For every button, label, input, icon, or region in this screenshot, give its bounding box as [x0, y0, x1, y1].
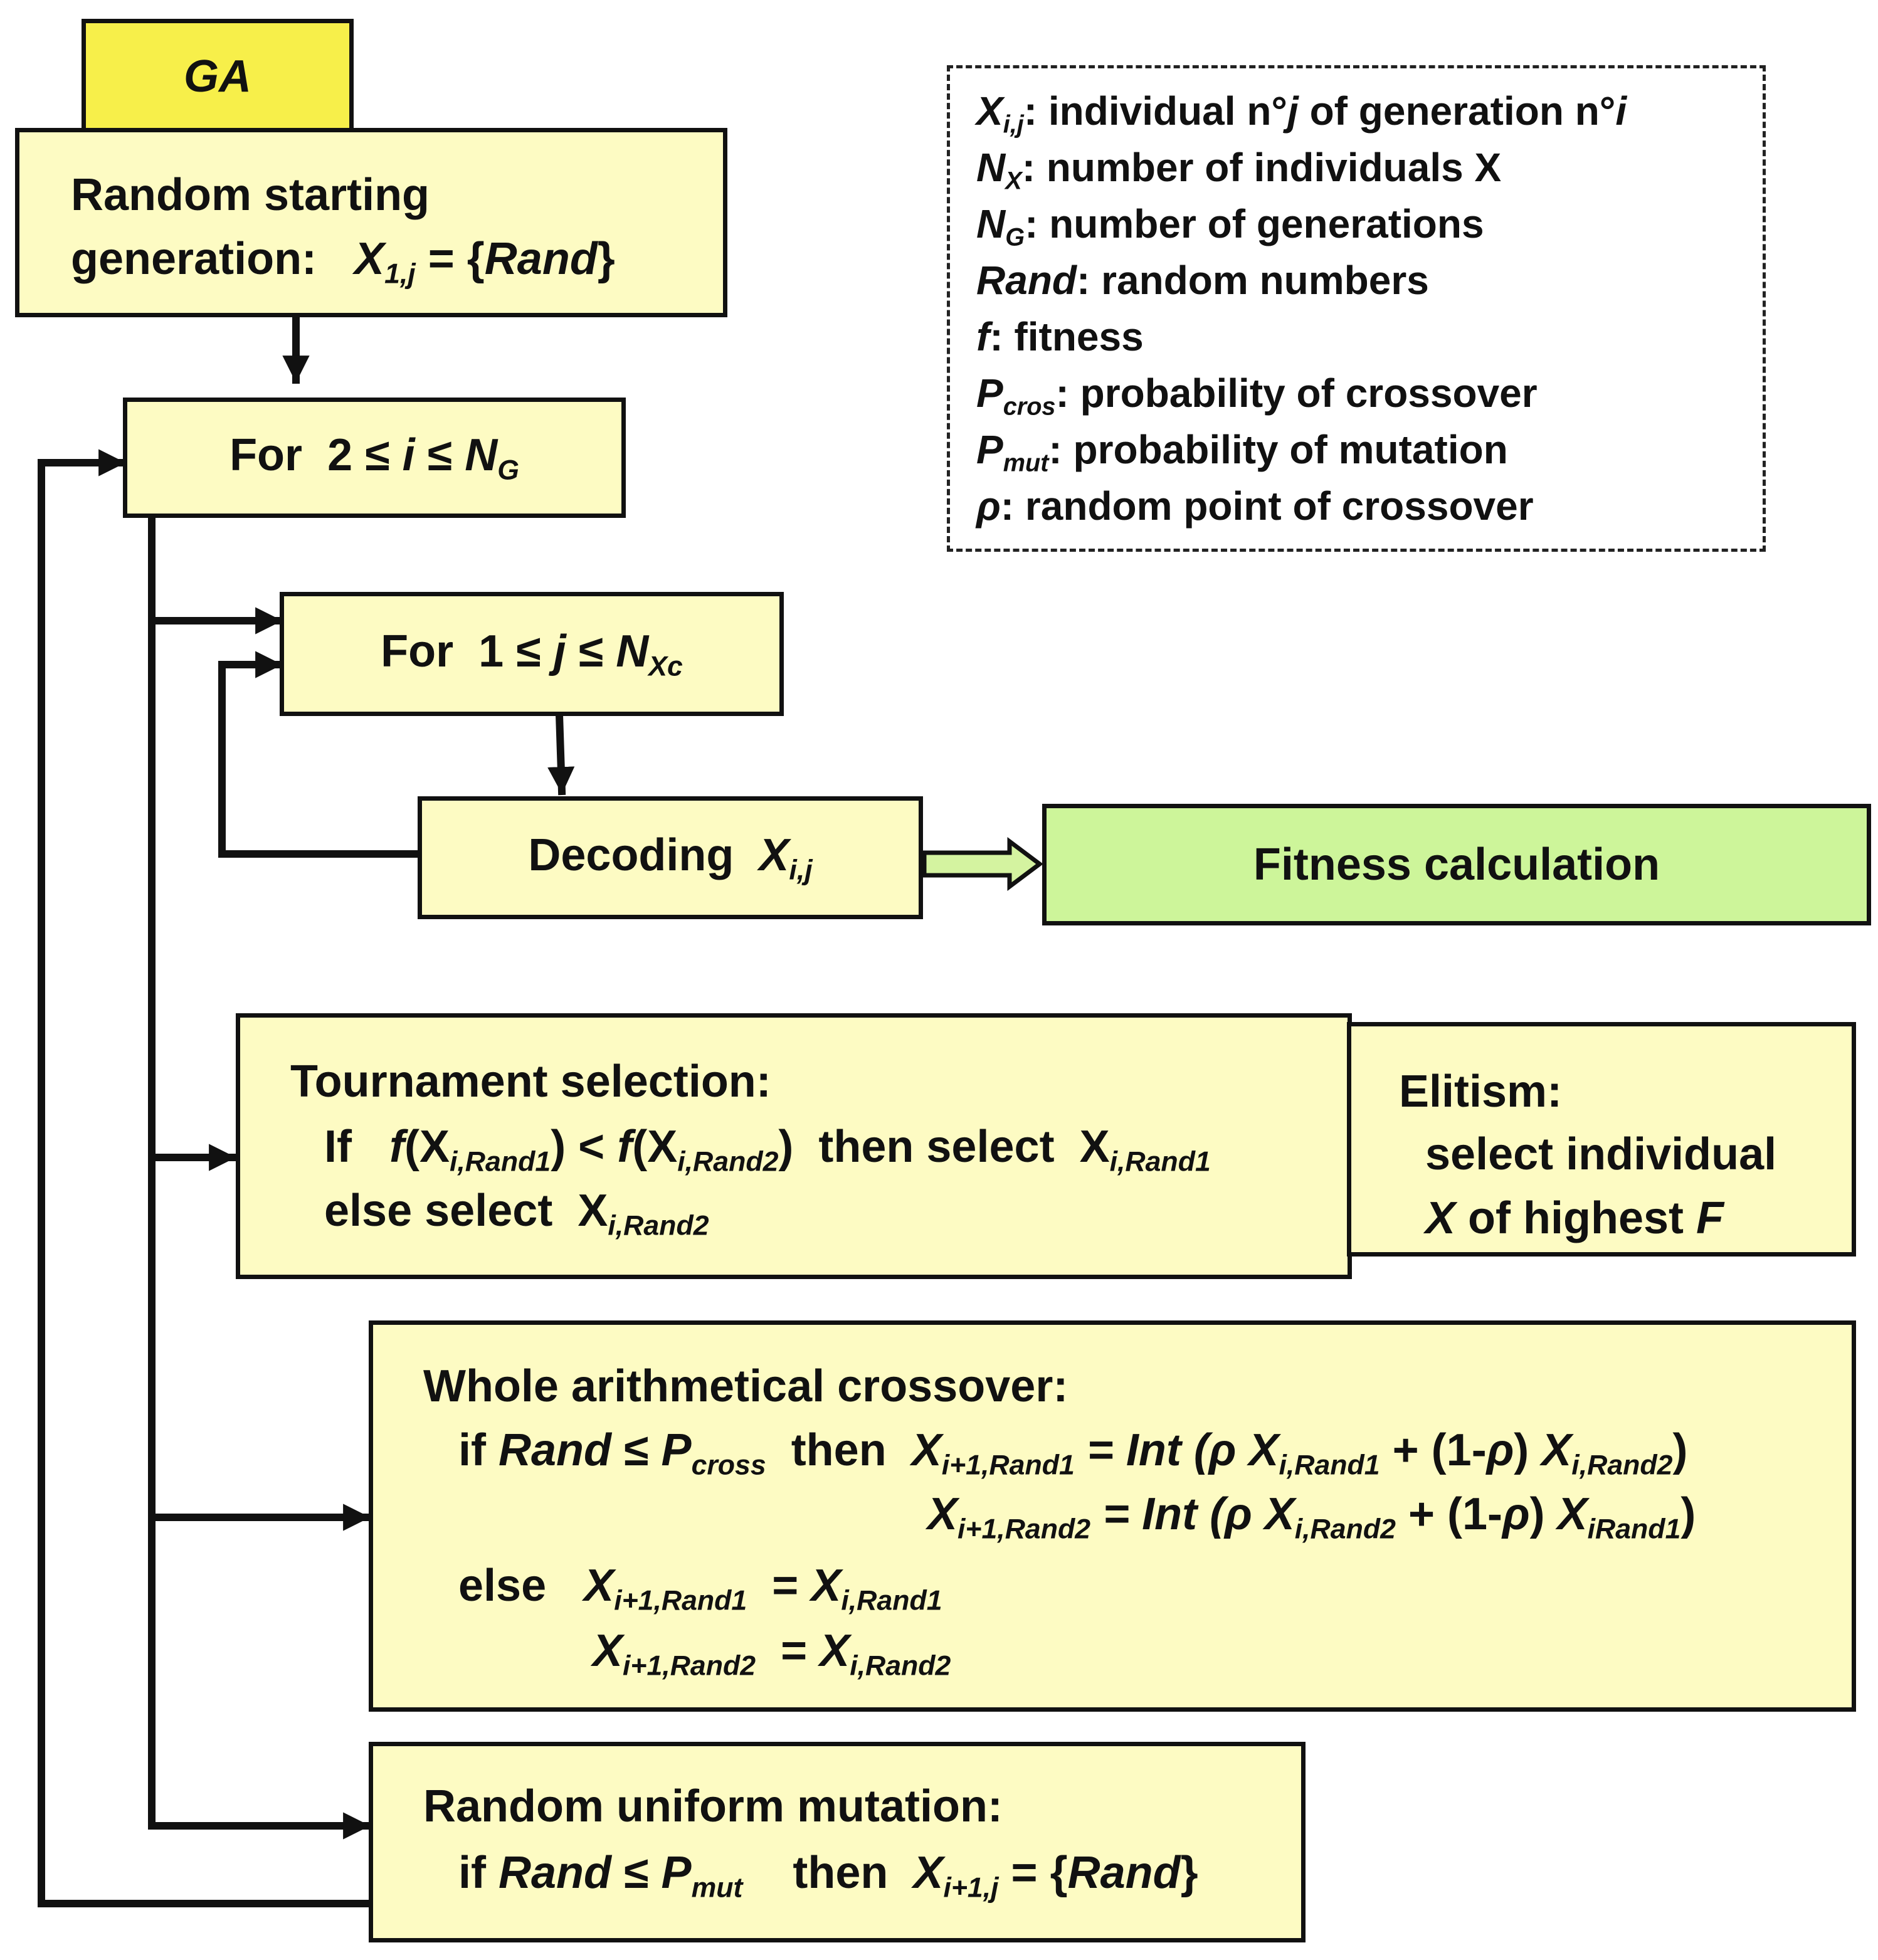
legend-item: Rand: random numbers	[976, 258, 1429, 303]
decoding-box: Decoding Xi,j	[418, 796, 923, 919]
arrow-loop-j-to-decoding	[547, 710, 575, 796]
elitism-box: Elitism: select individual X of highest …	[1347, 1022, 1856, 1257]
start-line2: generation: X1,j = {Rand}	[71, 234, 615, 290]
mutation-title: Random uniform mutation:	[423, 1781, 1003, 1831]
elitism-line2: select individual	[1425, 1129, 1777, 1179]
tournament-if-line: If f(Xi,Rand1) < f(Xi,Rand2) then select…	[324, 1122, 1211, 1178]
ga-title-box: GA	[82, 19, 354, 134]
arrow-decoding-to-fitness	[922, 837, 1043, 891]
legend-item: Xi,j: individual n°j of generation n°i	[976, 88, 1627, 139]
legend-item: f: fitness	[976, 314, 1144, 359]
legend-item: Pcros: probability of crossover	[976, 371, 1538, 421]
legend-box: Xi,j: individual n°j of generation n°i N…	[947, 65, 1766, 552]
start-generation-box: Random starting generation: X1,j = {Rand…	[15, 128, 727, 317]
start-line1: Random starting	[71, 170, 430, 220]
loop-i-box: For 2 ≤ i ≤ NG	[123, 398, 626, 518]
crossover-second-line: Xi+1,Rand2 = Int (ρ Xi,Rand2 + (1-ρ) XiR…	[927, 1489, 1696, 1545]
elitism-title: Elitism:	[1399, 1067, 1563, 1117]
tournament-title: Tournament selection:	[290, 1056, 771, 1107]
crossover-else-line: else Xi+1,Rand1 = Xi,Rand1	[458, 1561, 942, 1616]
loop-j-label: For 1 ≤ j ≤ NXc	[381, 626, 683, 682]
crossover-else-line2: Xi+1,Rand2 = Xi,Rand2	[593, 1626, 951, 1682]
mutation-if-line: if Rand ≤ Pmut then Xi+1,j = {Rand}	[458, 1848, 1198, 1904]
feedback-mutation-to-loop-i	[38, 449, 377, 1907]
fitness-label: Fitness calculation	[1253, 840, 1660, 890]
tournament-selection-box: Tournament selection: If f(Xi,Rand1) < f…	[236, 1013, 1352, 1279]
ga-title: GA	[184, 51, 251, 102]
mutation-box: Random uniform mutation: if Rand ≤ Pmut …	[369, 1742, 1306, 1942]
feedback-decoding-to-loop-j	[218, 651, 421, 858]
legend-item: ρ: random point of crossover	[976, 483, 1534, 529]
tournament-else-line: else select Xi,Rand2	[324, 1186, 709, 1241]
loop-i-label: For 2 ≤ i ≤ NG	[229, 429, 519, 486]
crossover-box: Whole arithmetical crossover: if Rand ≤ …	[369, 1320, 1856, 1712]
crossover-title: Whole arithmetical crossover:	[423, 1361, 1068, 1411]
legend-item: NG: number of generations	[976, 201, 1484, 251]
legend-item: Pmut: probability of mutation	[976, 427, 1508, 477]
loop-j-box: For 1 ≤ j ≤ NXc	[280, 592, 784, 716]
elitism-line3: X of highest F	[1425, 1193, 1724, 1243]
fitness-box: Fitness calculation	[1042, 804, 1871, 925]
legend-item: NX: number of individuals X	[976, 145, 1502, 195]
crossover-if-line: if Rand ≤ Pcross then Xi+1,Rand1 = Int (…	[458, 1425, 1688, 1481]
decoding-label: Decoding Xi,j	[528, 830, 813, 886]
